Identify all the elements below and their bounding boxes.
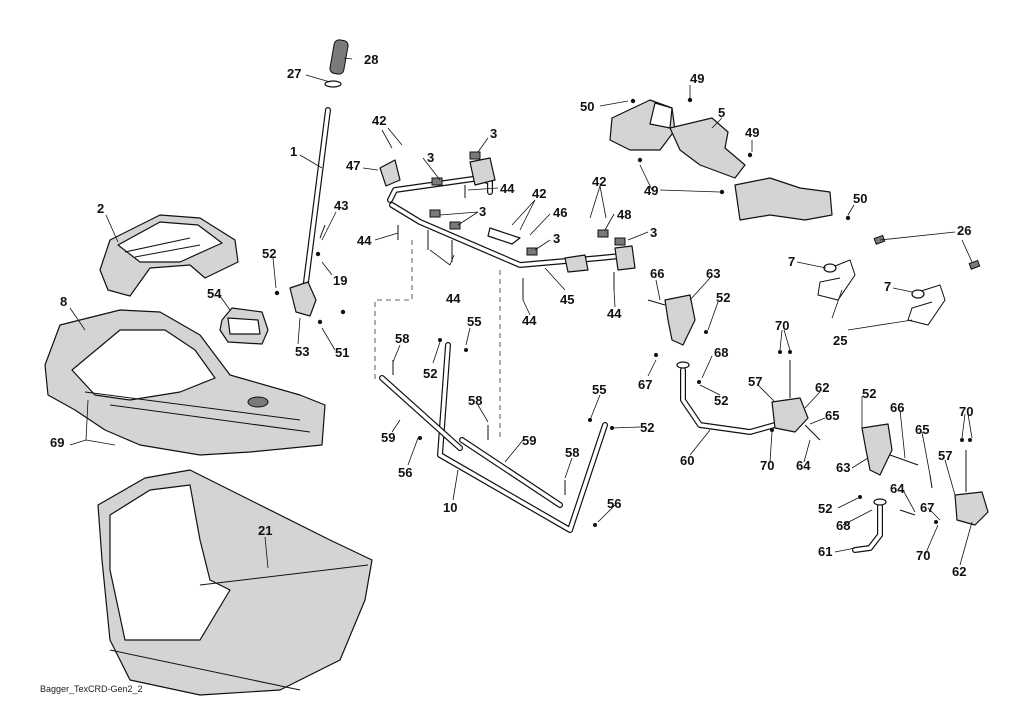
callout-57: 57 (938, 448, 952, 463)
diagram-caption: Bagger_TexCRD-Gen2_2 (40, 684, 143, 694)
callout-52: 52 (716, 290, 730, 305)
callout-48: 48 (617, 207, 631, 222)
callout-50: 50 (853, 191, 867, 206)
callout-55: 55 (592, 382, 606, 397)
callout-65: 65 (915, 422, 929, 437)
callout-5: 5 (718, 105, 725, 120)
callout-59: 59 (522, 433, 536, 448)
callout-7: 7 (884, 279, 891, 294)
callout-10: 10 (443, 500, 457, 515)
callout-59: 59 (381, 430, 395, 445)
handle-tube (274, 39, 349, 325)
callout-63: 63 (836, 460, 850, 475)
callout-21: 21 (258, 523, 272, 538)
callout-64: 64 (796, 458, 811, 473)
callout-53: 53 (295, 344, 309, 359)
callout-1: 1 (290, 144, 297, 159)
callout-69: 69 (50, 435, 64, 450)
callout-70: 70 (916, 548, 930, 563)
callout-56: 56 (607, 496, 621, 511)
callout-44: 44 (446, 291, 461, 306)
callout-3: 3 (650, 225, 657, 240)
callout-3: 3 (479, 204, 486, 219)
callout-61: 61 (818, 544, 832, 559)
collector-bag (97, 469, 373, 696)
latch-assemblies (817, 234, 981, 326)
callout-44: 44 (357, 233, 372, 248)
callout-58: 58 (395, 331, 409, 346)
callout-27: 27 (287, 66, 301, 81)
lever-assembly-60 (647, 294, 821, 441)
callout-19: 19 (333, 273, 347, 288)
callout-67: 67 (920, 500, 934, 515)
callout-55: 55 (467, 314, 481, 329)
callout-65: 65 (825, 408, 839, 423)
callout-68: 68 (836, 518, 850, 533)
collector-lid (44, 309, 326, 456)
callout-47: 47 (346, 158, 360, 173)
callout-43: 43 (334, 198, 348, 213)
callout-52: 52 (818, 501, 832, 516)
handle-bracket (219, 307, 269, 345)
callout-2: 2 (97, 201, 104, 216)
callout-62: 62 (952, 564, 966, 579)
callout-63: 63 (706, 266, 720, 281)
callout-49: 49 (644, 183, 658, 198)
callout-66: 66 (890, 400, 904, 415)
callout-67: 67 (638, 377, 652, 392)
callout-25: 25 (833, 333, 847, 348)
callout-42: 42 (372, 113, 386, 128)
callout-54: 54 (207, 286, 222, 301)
callout-50: 50 (580, 99, 594, 114)
lower-frame (374, 240, 614, 533)
callout-52: 52 (862, 386, 876, 401)
callout-8: 8 (60, 294, 67, 309)
callout-52: 52 (640, 420, 654, 435)
callout-7: 7 (788, 254, 795, 269)
leader-lines (69, 57, 973, 569)
callout-56: 56 (398, 465, 412, 480)
callout-46: 46 (553, 205, 567, 220)
callout-70: 70 (775, 318, 789, 333)
collector-top-cover (99, 214, 239, 297)
callout-68: 68 (714, 345, 728, 360)
callout-58: 58 (468, 393, 482, 408)
callout-42: 42 (592, 174, 606, 189)
callout-3: 3 (427, 150, 434, 165)
callout-62: 62 (815, 380, 829, 395)
callout-44: 44 (500, 181, 515, 196)
callout-64: 64 (890, 481, 905, 496)
callout-42: 42 (532, 186, 546, 201)
callout-57: 57 (748, 374, 762, 389)
callout-44: 44 (607, 306, 622, 321)
callout-44: 44 (522, 313, 537, 328)
callout-3: 3 (490, 126, 497, 141)
callout-52: 52 (714, 393, 728, 408)
lever-assembly-61 (852, 423, 989, 553)
chassis-bracket (609, 97, 851, 221)
callout-66: 66 (650, 266, 664, 281)
callout-52: 52 (423, 366, 437, 381)
callout-3: 3 (553, 231, 560, 246)
callout-70: 70 (760, 458, 774, 473)
callout-49: 49 (745, 125, 759, 140)
callout-numbers: 28 27 1 2 8 69 21 43 52 19 54 53 51 42 4… (50, 52, 973, 579)
callout-45: 45 (560, 292, 574, 307)
callout-58: 58 (565, 445, 579, 460)
callout-49: 49 (690, 71, 704, 86)
callout-60: 60 (680, 453, 694, 468)
callout-51: 51 (335, 345, 349, 360)
callout-70: 70 (959, 404, 973, 419)
callout-28: 28 (364, 52, 378, 67)
callout-52: 52 (262, 246, 276, 261)
callout-26: 26 (957, 223, 971, 238)
upper-frame (379, 151, 636, 300)
